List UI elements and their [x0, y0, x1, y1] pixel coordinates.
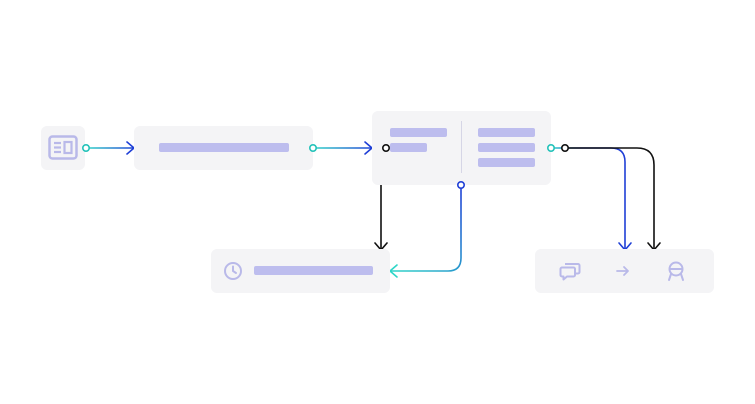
port-main-out-dark[interactable] [560, 144, 569, 153]
news-icon [48, 135, 78, 166]
arrowhead [389, 264, 398, 278]
port-source-out[interactable] [82, 144, 91, 153]
source-node[interactable] [41, 126, 85, 170]
robot-icon [666, 260, 686, 287]
placeholder-line [390, 143, 427, 152]
clock-icon [223, 261, 243, 286]
placeholder-line [254, 266, 373, 275]
placeholder-line [478, 143, 535, 152]
port-input-out[interactable] [308, 144, 317, 153]
tools-node[interactable] [535, 249, 714, 293]
edge-main-to-tools-dark [565, 147, 655, 249]
placeholder-line [478, 158, 535, 167]
placeholder-line [159, 143, 289, 152]
placeholder-line [390, 128, 447, 137]
node-divider [461, 121, 462, 173]
port-main-in-dark[interactable] [381, 144, 390, 153]
port-main-out[interactable] [546, 144, 555, 153]
edge-main-to-history [391, 185, 462, 272]
port-main-bottom[interactable] [456, 181, 465, 190]
main-node[interactable] [372, 111, 551, 185]
arrow-right-icon [615, 263, 631, 284]
input-node[interactable] [134, 126, 313, 170]
chat-icon [559, 261, 581, 286]
history-node[interactable] [211, 249, 390, 293]
placeholder-line [478, 128, 535, 137]
